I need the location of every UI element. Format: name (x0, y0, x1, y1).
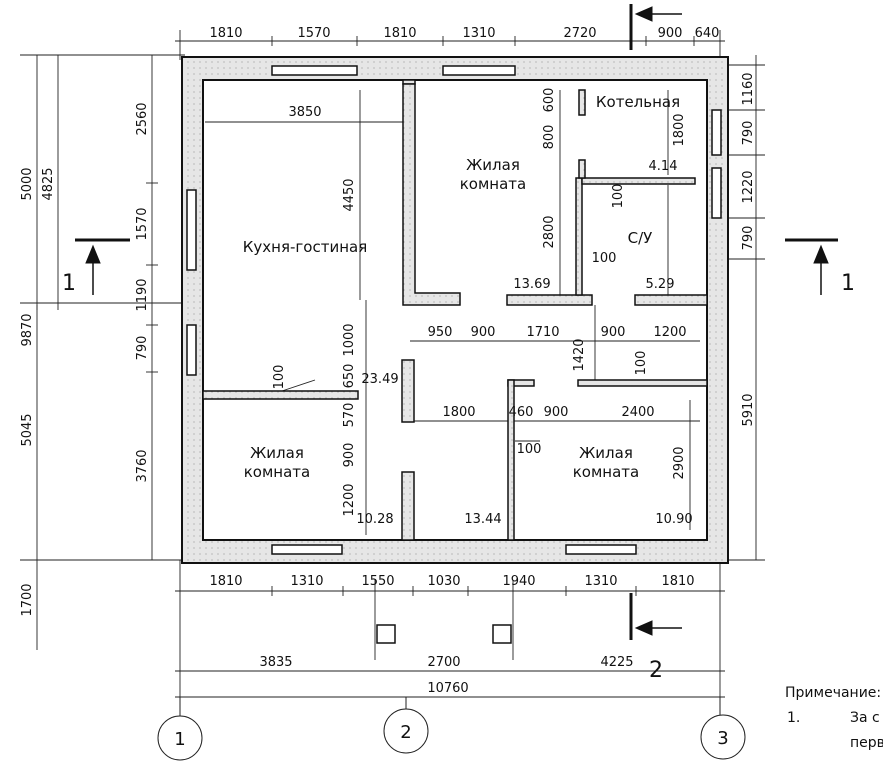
dimension-label: 1570 (297, 26, 330, 41)
axis-marker-1 (157, 715, 203, 761)
room-area: 23.49 (361, 372, 398, 387)
axis-label: 3 (717, 728, 728, 749)
room-area: 13.69 (513, 277, 550, 292)
dimension-label: 5000 (20, 167, 35, 200)
room-name: Котельная (596, 93, 680, 111)
dimension-label: 1810 (383, 26, 416, 41)
dimension-label: 3835 (259, 655, 292, 670)
note-line: перв (850, 735, 883, 751)
axis-markers (157, 697, 746, 761)
dimension-label: 1420 (572, 338, 587, 371)
axis-marker-2 (383, 708, 429, 754)
dimension-label: 1810 (209, 26, 242, 41)
dimension-label: 950 (428, 325, 453, 340)
room-name: Кухня-гостиная (243, 238, 367, 256)
dimension-label: 1550 (361, 574, 394, 589)
dimension-label: 1190 (135, 278, 150, 311)
dimension-label: 1200 (653, 325, 686, 340)
dimension-label: 3760 (135, 449, 150, 482)
room-area: 5.29 (646, 277, 675, 292)
dimension-label: 5910 (741, 393, 756, 426)
dimension-label: 2400 (621, 405, 654, 420)
dimension-label: 1310 (290, 574, 323, 589)
dimension-label: 900 (471, 325, 496, 340)
dimension-label: 1030 (427, 574, 460, 589)
dimension-label: 5045 (20, 413, 35, 446)
room-area: 13.44 (464, 512, 501, 527)
dimension-label: 900 (342, 443, 357, 468)
dimension-label: 100 (611, 184, 626, 209)
dimension-label: 10760 (427, 681, 468, 696)
dimension-label: 790 (741, 121, 756, 146)
dimension-label: 790 (135, 336, 150, 361)
dimension-label: 1940 (502, 574, 535, 589)
dimension-label: 9870 (20, 313, 35, 346)
room-area: 4.14 (649, 159, 678, 174)
dimension-label: 2700 (427, 655, 460, 670)
dimension-label: 1810 (209, 574, 242, 589)
dimension-label: 4225 (600, 655, 633, 670)
dimension-label: 1800 (672, 113, 687, 146)
windows (186, 65, 722, 555)
outer-walls (181, 56, 729, 564)
dimension-label: 600 (542, 88, 557, 113)
dimension-label: 4825 (41, 167, 56, 200)
dimension-label: 1160 (741, 72, 756, 105)
dimension-label: 2800 (542, 215, 557, 248)
room-name: С/У (628, 229, 653, 247)
dimension-label: 100 (634, 351, 649, 376)
dimension-label: 100 (517, 442, 542, 457)
note-item-number: 1. (787, 710, 800, 726)
axis-marker-3 (700, 714, 746, 760)
dimension-label: 1200 (342, 483, 357, 516)
dimension-label: 1220 (741, 170, 756, 203)
dimension-label: 2900 (672, 446, 687, 479)
dimension-label: 1700 (20, 583, 35, 616)
dimension-label: 100 (592, 251, 617, 266)
dimension-label: 800 (542, 125, 557, 150)
section-markers (75, 4, 838, 640)
dimension-label: 100 (272, 365, 287, 390)
dimension-label: 1710 (526, 325, 559, 340)
dimension-label: 2560 (135, 102, 150, 135)
dimension-label: 900 (658, 26, 683, 41)
room-area: 10.90 (655, 512, 692, 527)
dimension-label: 650 (342, 364, 357, 389)
dimension-label: 3850 (288, 105, 321, 120)
section-label: 1 (62, 271, 76, 296)
dimension-label: 640 (695, 26, 720, 41)
dimension-label: 4450 (342, 178, 357, 211)
dimension-label: 900 (544, 405, 569, 420)
dimension-label: 900 (601, 325, 626, 340)
dimension-label: 2720 (563, 26, 596, 41)
dimension-label: 1810 (661, 574, 694, 589)
section-label: 2 (649, 658, 663, 683)
dimension-label: 790 (741, 226, 756, 251)
dimension-label: 1570 (135, 207, 150, 240)
axis-label: 1 (174, 729, 185, 750)
dimension-label: 1800 (442, 405, 475, 420)
dimension-label: 1310 (462, 26, 495, 41)
dimension-label: 570 (342, 403, 357, 428)
note-line: За с (850, 710, 880, 726)
dimension-label: 460 (509, 405, 534, 420)
dimension-label: 1310 (584, 574, 617, 589)
axis-label: 2 (400, 722, 411, 743)
dimension-label: 1000 (342, 323, 357, 356)
note-title: Примечание: (785, 685, 881, 701)
interior-walls (202, 79, 708, 541)
entrance-columns (376, 624, 512, 644)
room-area: 10.28 (356, 512, 393, 527)
dimension-lines (20, 30, 765, 700)
section-label: 1 (841, 271, 855, 296)
